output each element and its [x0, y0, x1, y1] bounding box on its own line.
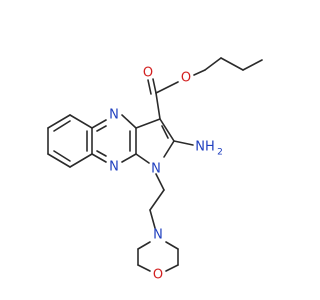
- ring-nitrogen-lower-label: N: [109, 160, 119, 175]
- bond: [163, 140, 175, 158]
- bond: [149, 189, 165, 211]
- bond-inner: [96, 150, 107, 157]
- bond: [91, 153, 107, 163]
- bond: [121, 114, 137, 129]
- ring-nitrogen-upper-label: N: [109, 108, 119, 123]
- bond-inner: [53, 120, 71, 132]
- bond: [220, 57, 244, 71]
- bond: [204, 57, 222, 71]
- bond: [165, 264, 179, 272]
- bond: [69, 153, 93, 168]
- bond: [193, 69, 206, 76]
- bond: [69, 114, 93, 129]
- ester-group: [147, 57, 263, 120]
- benzene-ring: [47, 114, 93, 168]
- morpholine-oxygen-label: O: [153, 268, 163, 283]
- morpholine-ring: [137, 241, 179, 272]
- bond: [91, 119, 107, 129]
- bond: [47, 153, 71, 168]
- ester-oxygen-label: O: [181, 71, 191, 86]
- ethyl-linker: [149, 173, 165, 229]
- amino-subscript: 2: [217, 148, 223, 158]
- bond: [121, 153, 137, 163]
- bond: [155, 81, 179, 94]
- pyrazine-ring: [91, 114, 137, 163]
- amino-bond: [173, 140, 194, 146]
- pyrrole-nitrogen-label: N: [151, 162, 161, 177]
- bond-inner: [161, 125, 169, 139]
- carbonyl-oxygen-label: O: [143, 66, 153, 81]
- bond: [165, 241, 179, 250]
- bond-inner: [96, 125, 107, 132]
- structure-svg: O O N N N NH 2 N O: [47, 57, 263, 283]
- bond-carbonyl: [152, 78, 157, 94]
- bond: [155, 92, 161, 120]
- morpholine-nitrogen-label: N: [153, 228, 163, 243]
- bond: [242, 59, 263, 71]
- bond: [47, 114, 71, 129]
- bond: [137, 264, 151, 272]
- bond: [137, 241, 151, 250]
- bond: [155, 173, 165, 191]
- pyrrole-ring: [135, 118, 175, 164]
- bond: [135, 153, 150, 164]
- bond: [149, 209, 156, 229]
- bond: [159, 118, 175, 142]
- amino-label: NH: [195, 140, 215, 155]
- bond: [135, 118, 161, 129]
- molecule-diagram: O O N N N NH 2 N O: [47, 57, 263, 283]
- bond-carbonyl: [147, 79, 152, 95]
- bond-inner: [53, 150, 71, 162]
